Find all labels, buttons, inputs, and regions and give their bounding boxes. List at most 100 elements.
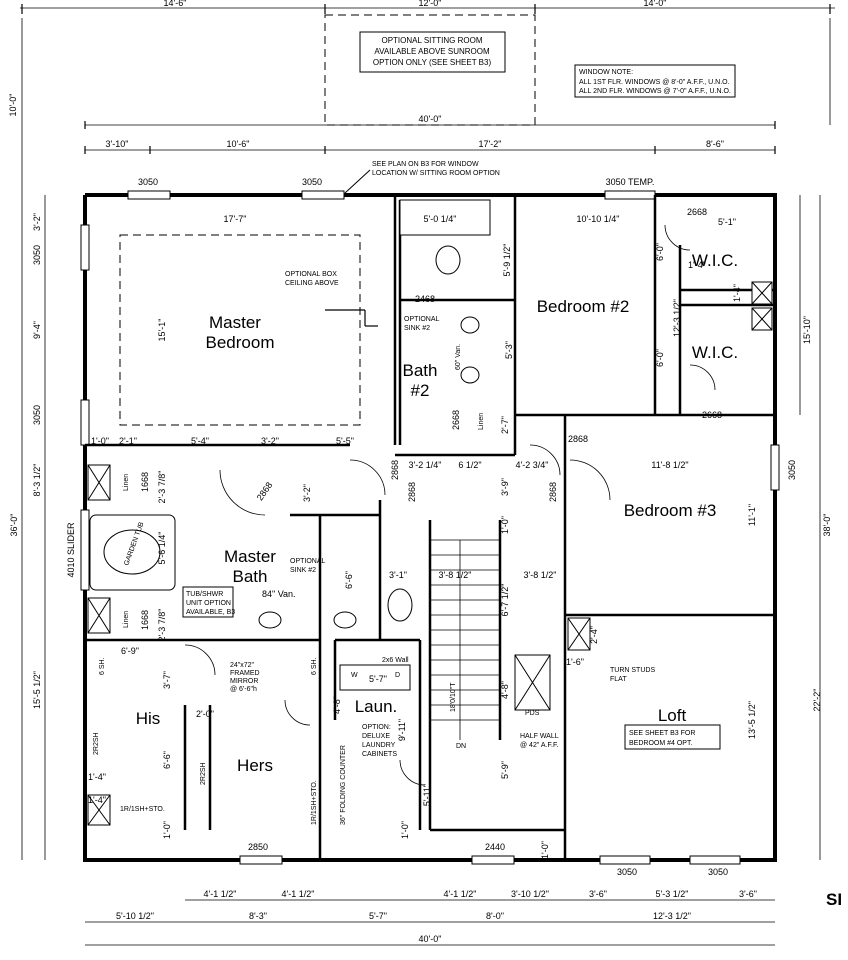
svg-text:15'-10": 15'-10" [802, 316, 812, 344]
bathtub [399, 199, 491, 236]
svg-text:CABINETS: CABINETS [362, 751, 397, 758]
interior-dim-label: 2468 [415, 294, 435, 304]
dim-top-1: 14'-6" [164, 0, 187, 8]
linen-label-2: Linen [123, 611, 130, 628]
interior-dim-label: 11'-1" [747, 504, 757, 526]
room-bath2-2: #2 [411, 381, 430, 400]
window-3050-b: 3050 [302, 177, 322, 187]
interior-dim-label: 22'-2" [812, 689, 822, 712]
tub-shwr-note: TUB/SHWR UNIT OPTION AVAILABLE, B3 [182, 586, 235, 618]
svg-text:LAUNDRY: LAUNDRY [362, 742, 396, 749]
svg-text:8'-0": 8'-0" [486, 911, 504, 921]
svg-text:15'-5 1/2": 15'-5 1/2" [32, 671, 42, 709]
sink-bath2-b [460, 366, 480, 384]
svg-text:AVAILABLE, B3: AVAILABLE, B3 [186, 609, 235, 616]
dim-top-3: 14'-0" [644, 0, 667, 8]
interior-dim-label: 6 1/2" [458, 460, 481, 470]
door-swings [184, 224, 716, 786]
turn-studs-note: TURN STUDS FLAT [610, 667, 655, 683]
van-84-label: 84" Van. [262, 589, 296, 599]
svg-text:9'-4": 9'-4" [32, 321, 42, 339]
svg-text:3'-6": 3'-6" [589, 889, 607, 899]
toilet-bath2 [435, 245, 461, 275]
washer-dryer [339, 664, 411, 691]
interior-dim-label: 3'-2" [261, 436, 279, 446]
two-r2sh-his: 2R2SH [93, 732, 100, 755]
interior-dim-label: 17'-7" [224, 214, 247, 224]
interior-dim-label: 2868 [407, 482, 417, 502]
room-master-bath-1: Master [224, 547, 276, 566]
interior-dim-label: 2'-4" [589, 626, 599, 644]
bottom-dimensions: 2850 2440 3050 3050 4'-1 1/2" 4'-1 1/2" … [85, 842, 775, 946]
svg-text:8'-3 1/2": 8'-3 1/2" [32, 464, 42, 497]
svg-text:HALF WALL: HALF WALL [520, 733, 559, 740]
right-dimensions: 15'-10" 3050 38'-0" [787, 195, 832, 860]
svg-text:WINDOW NOTE:: WINDOW NOTE: [579, 69, 633, 76]
linen-label-3: Linen [478, 413, 485, 430]
svg-text:FRAMED: FRAMED [230, 670, 260, 677]
room-labels: Master Bedroom Bedroom #2 W.I.C. W.I.C. … [136, 251, 738, 775]
interior-dim-label: 13'-5 1/2" [747, 701, 757, 739]
washer-label: W [351, 672, 358, 679]
fixtures [87, 199, 773, 826]
interior-dim-label: 1'-0" [540, 841, 550, 859]
linen-label-1: Linen [123, 474, 130, 491]
svg-text:OPTIONAL SITTING ROOM: OPTIONAL SITTING ROOM [381, 36, 482, 45]
sheet-label: SI [826, 890, 842, 909]
top-dimensions: 14'-6" 12'-0" 14'-0" 40'-0" 3'-10" 10'-6… [20, 0, 835, 195]
svg-text:3050: 3050 [708, 867, 728, 877]
svg-text:ALL 1ST FLR. WINDOWS @ 8'-0" A: ALL 1ST FLR. WINDOWS @ 8'-0" A.F.F., U.N… [579, 79, 730, 86]
interior-dim-label: 2868 [390, 460, 400, 480]
svg-text:40'-0": 40'-0" [419, 934, 442, 944]
svg-text:36'-0": 36'-0" [9, 514, 19, 537]
interior-dim-label: 10'-10 1/4" [577, 214, 620, 224]
room-master-bath-2: Bath [233, 567, 268, 586]
loft-note: SEE SHEET B3 FOR BEDROOM #4 OPT. [624, 724, 721, 750]
room-hers: Hers [237, 756, 273, 775]
interior-dim-label: 11'-8 1/2" [651, 460, 688, 470]
interior-dim-label: 3'-9" [500, 478, 510, 496]
window-note: WINDOW NOTE: ALL 1ST FLR. WINDOWS @ 8'-0… [574, 64, 736, 98]
windows [80, 190, 780, 865]
stair-dn: DN [456, 743, 466, 750]
svg-text:4'-1 1/2": 4'-1 1/2" [282, 889, 315, 899]
interior-dim-label: 3'-8 1/2" [439, 570, 472, 580]
sitting-room-note: OPTIONAL SITTING ROOM AVAILABLE ABOVE SU… [359, 31, 506, 73]
interior-dim-label: 5'-7" [369, 674, 387, 684]
svg-text:AVAILABLE ABOVE SUNROOM: AVAILABLE ABOVE SUNROOM [374, 47, 490, 56]
svg-text:3'-6": 3'-6" [739, 889, 757, 899]
wall-2x6-label: 2x6 Wall [382, 657, 409, 664]
svg-text:OPTIONAL: OPTIONAL [404, 316, 440, 323]
room-loft: Loft [658, 706, 687, 725]
svg-text:SEE PLAN ON B3 FOR WINDOW: SEE PLAN ON B3 FOR WINDOW [372, 161, 479, 168]
svg-text:SEE SHEET B3 FOR: SEE SHEET B3 FOR [629, 730, 695, 737]
interior-dim-label: 1668 [140, 610, 150, 630]
svg-text:8'-3": 8'-3" [249, 911, 267, 921]
dim-row2-1: 3'-10" [106, 139, 129, 149]
pds-label: PDS [525, 710, 540, 717]
interior-dim-label: 4'-8" [332, 696, 342, 714]
interior-dim-label: 5'-0 1/4" [424, 214, 457, 224]
van-60-label: 60" Van. [455, 344, 462, 370]
six-sh-label-hers: 6 SH. [311, 657, 318, 675]
interior-dim-label: 9'-11" [397, 719, 407, 741]
svg-text:TUB/SHWR: TUB/SHWR [186, 591, 223, 598]
room-his: His [136, 709, 161, 728]
interior-dim-label: 5'-4" [191, 436, 209, 446]
left-dimensions: 3'-2" 3050 9'-4" 3050 8'-3 1/2" 36'-0" 4… [9, 195, 76, 860]
room-master-bedroom-2: Bedroom [206, 333, 275, 352]
interior-dim-label: 6'-9" [121, 646, 139, 656]
interior-dim-label: 1'-4" [688, 260, 706, 270]
svg-text:3050: 3050 [787, 460, 797, 480]
room-bath2-1: Bath [403, 361, 438, 380]
interior-dim-label: 3'-7" [162, 671, 172, 689]
svg-text:ALL 2ND FLR. WINDOWS @ 7'-0" A: ALL 2ND FLR. WINDOWS @ 7'-0" A.F.F., U.N… [579, 88, 731, 95]
interior-dim-label: 2668 [451, 410, 461, 430]
interior-dim-label: 5'-1" [718, 217, 736, 227]
svg-text:@ 42" A.F.F.: @ 42" A.F.F. [520, 742, 558, 749]
dim-row2-3: 17'-2" [479, 139, 502, 149]
interior-dim-label: 2868 [568, 434, 588, 444]
room-master-bedroom-1: Master [209, 313, 261, 332]
mirror-note: 24"x72" FRAMED MIRROR @ 6'-6"h [230, 662, 260, 693]
